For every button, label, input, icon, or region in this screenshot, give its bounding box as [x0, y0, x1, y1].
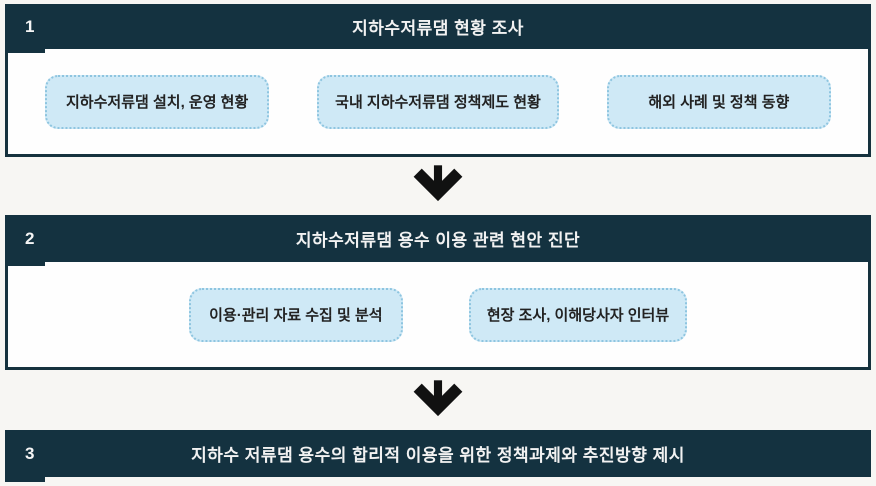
- step-3-section: 3 지하수 저류댐 용수의 합리적 이용을 위한 정책과제와 추진방향 제시: [5, 430, 871, 482]
- header-notch: [5, 49, 45, 53]
- step-3-header: 3 지하수 저류댐 용수의 합리적 이용을 위한 정책과제와 추진방향 제시: [5, 430, 871, 482]
- step-2-header: 2 지하수저류댐 용수 이용 관련 현안 진단: [5, 215, 871, 266]
- task-box: 국내 지하수저류댐 정책제도 현황: [317, 74, 559, 129]
- step-2-section: 2 지하수저류댐 용수 이용 관련 현안 진단 이용·관리 자료 수집 및 분석…: [5, 215, 871, 370]
- step-2-body: 이용·관리 자료 수집 및 분석 현장 조사, 이해당사자 인터뷰: [5, 262, 871, 370]
- step-3-title: 지하수 저류댐 용수의 합리적 이용을 위한 정책과제와 추진방향 제시: [191, 446, 685, 465]
- header-notch: [5, 477, 45, 482]
- step-1-body: 지하수저류댐 설치, 운영 현황 국내 지하수저류댐 정책제도 현황 해외 사례…: [5, 49, 871, 157]
- task-box: 현장 조사, 이해당사자 인터뷰: [468, 287, 688, 342]
- step-1-section: 1 지하수저류댐 현황 조사 지하수저류댐 설치, 운영 현황 국내 지하수저류…: [5, 4, 871, 157]
- step-1-title: 지하수저류댐 현황 조사: [352, 19, 524, 38]
- step-2-title: 지하수저류댐 용수 이용 관련 현안 진단: [295, 231, 581, 250]
- step-1-number: 1: [25, 16, 35, 36]
- task-box: 이용·관리 자료 수집 및 분석: [188, 287, 403, 342]
- task-box: 해외 사례 및 정책 동향: [606, 74, 831, 129]
- header-notch: [5, 262, 45, 266]
- down-arrow-icon: [412, 377, 464, 421]
- down-arrow-icon: [412, 162, 464, 206]
- step-1-header: 1 지하수저류댐 현황 조사: [5, 4, 871, 53]
- step-2-number: 2: [25, 228, 35, 248]
- task-box: 지하수저류댐 설치, 운영 현황: [45, 74, 270, 129]
- step-3-number: 3: [25, 443, 35, 463]
